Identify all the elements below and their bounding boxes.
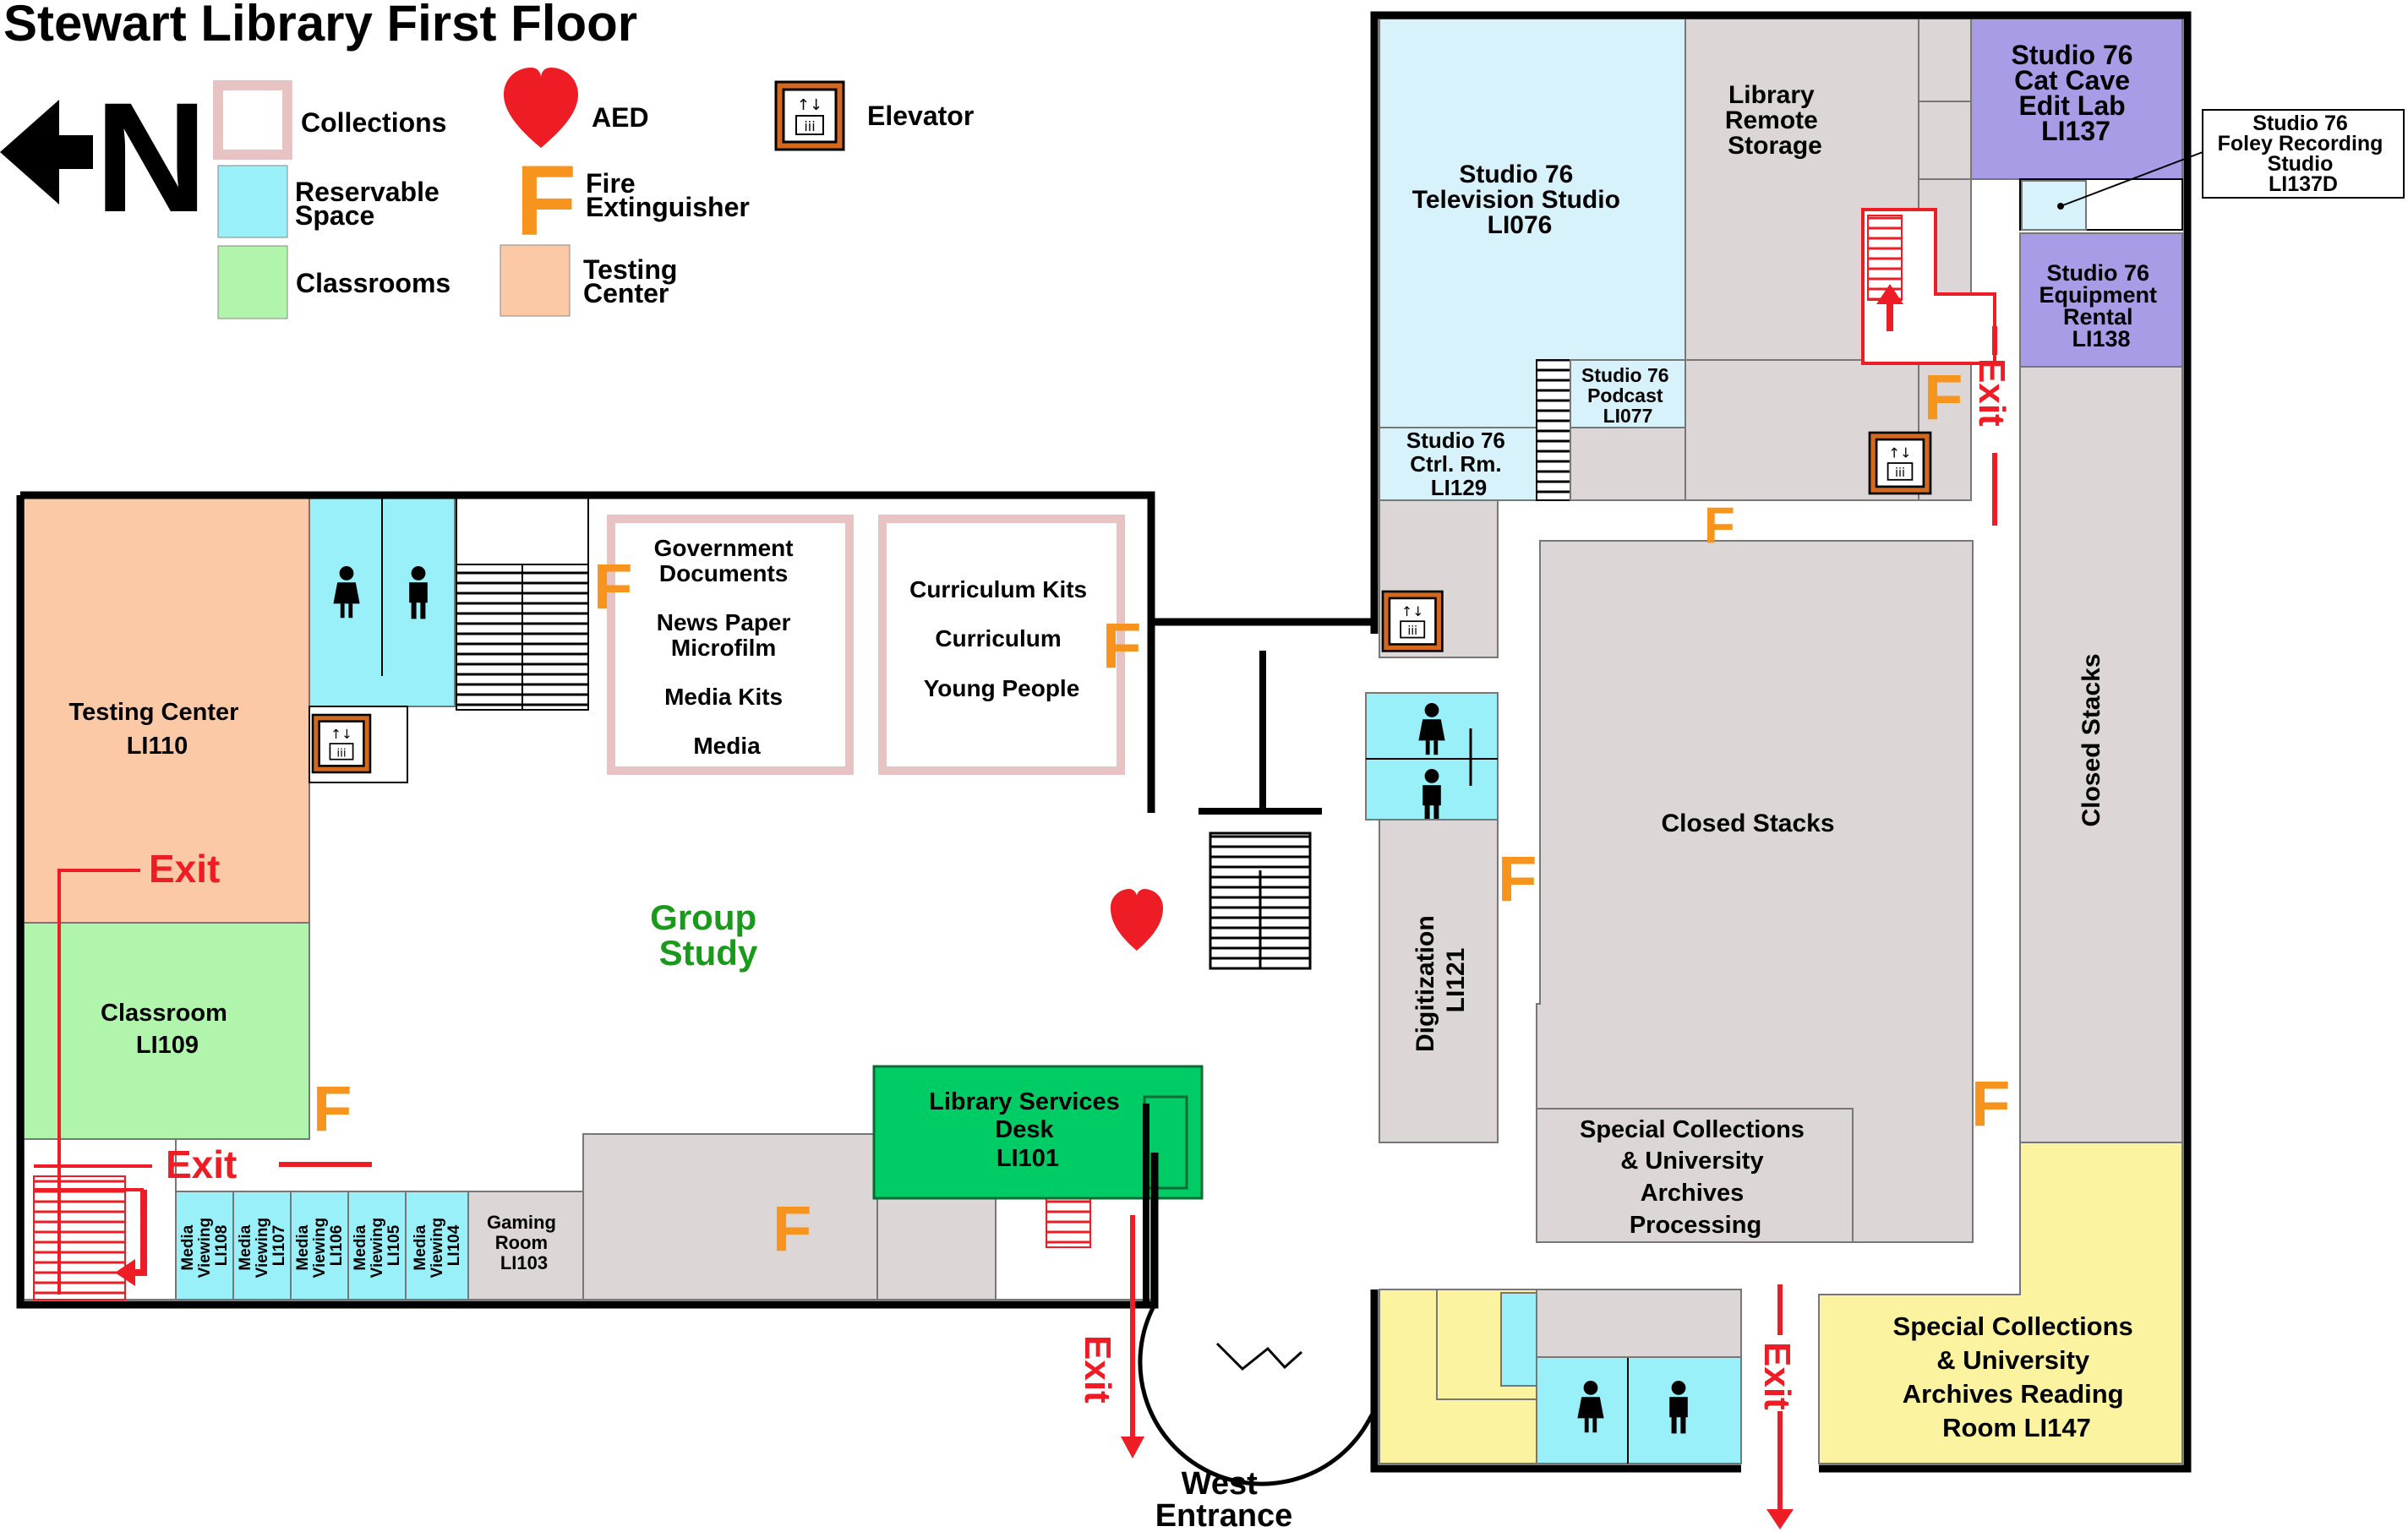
legend-classrooms-swatch <box>217 245 288 319</box>
special-reading-label: Special Collections & University Archive… <box>1893 1311 2141 1442</box>
west-entrance-label: West Entrance <box>1155 1466 1293 1532</box>
fire-extinguisher-icon-3: F <box>313 1073 352 1145</box>
legend-reservable-label: Reservable Space <box>295 177 447 231</box>
fire-extinguishers: F F F F F F F F <box>313 362 2010 1265</box>
closed-stacks-east <box>2019 366 2183 1143</box>
north-label: N <box>95 71 208 245</box>
ctrl-room <box>1379 427 1537 501</box>
media-viewing-li105-label: Media Viewing LI105 <box>352 1213 403 1278</box>
east-wing <box>1365 11 2405 1473</box>
west-stacks-strip <box>582 1133 878 1300</box>
aed-icon <box>1111 889 1163 951</box>
foley-room <box>2021 180 2087 231</box>
testing-center-room <box>23 496 310 924</box>
exit-label-northeast: Exit <box>1971 358 2012 427</box>
classroom-room <box>23 922 310 1140</box>
legend: N Collections Reservable Space Classroom… <box>0 68 974 319</box>
exit-label-southeast: Exit <box>1756 1342 1798 1410</box>
legend-collections-label: Collections <box>301 107 446 138</box>
legend-aed-icon <box>504 68 578 148</box>
media-viewing-rooms <box>175 1191 469 1300</box>
fire-extinguisher-icon-1: F <box>593 551 632 623</box>
podcast-room <box>1570 359 1686 428</box>
gov-docs-label: Government Documents News Paper Microfil… <box>654 535 800 759</box>
closed-stacks-east-label: Closed Stacks <box>2078 653 2105 826</box>
center-elevator-icon <box>1381 590 1444 652</box>
fire-extinguisher-icon-6: F <box>1704 497 1735 553</box>
closed-stacks-center-label: Closed Stacks <box>1661 810 1834 837</box>
media-viewing-li104-label: Media Viewing LI104 <box>412 1213 463 1278</box>
west-wing <box>16 491 1386 1309</box>
legend-elevator-icon <box>774 80 845 151</box>
equipment-label: Studio 76 Equipment Rental LI138 <box>2039 260 2163 352</box>
legend-classrooms-label: Classrooms <box>296 268 450 298</box>
legend-elevator-label: Elevator <box>867 101 974 131</box>
gov-docs-collection <box>607 515 854 775</box>
sw-stairs <box>33 1175 126 1300</box>
testing-center-label: Testing Center LI110 <box>69 699 246 760</box>
media-viewing-li106-label: Media Viewing LI106 <box>294 1213 346 1278</box>
ctrl-room-label: Studio 76 Ctrl. Rm. LI129 <box>1406 428 1511 500</box>
gaming-room-label: Gaming Room LI103 <box>487 1212 561 1273</box>
special-reading-room <box>1818 1142 2183 1464</box>
sw-stairs-arrow <box>115 1259 135 1286</box>
legend-fire-icon: F <box>516 145 576 257</box>
digitization-label: Digitization LI121 <box>1411 908 1470 1052</box>
media-viewing-li108-label: Media Viewing LI108 <box>179 1213 231 1278</box>
south-restrooms <box>1536 1356 1742 1464</box>
fire-extinguisher-icon-8: F <box>1971 1068 2010 1140</box>
curriculum-collection <box>878 515 1125 775</box>
map-title: Stewart Library First Floor <box>3 0 637 52</box>
curriculum-label: Curriculum Kits Curriculum Young People <box>909 576 1094 701</box>
podcast-label: Studio 76 Podcast LI077 <box>1581 364 1674 427</box>
exit-label-west: Exit <box>149 847 220 891</box>
exit-routes <box>34 326 1997 1529</box>
digitization-room <box>1379 819 1499 1143</box>
exit-label-southwest: Exit <box>166 1142 237 1186</box>
remote-storage-label: Library Remote Storage <box>1725 81 1825 160</box>
group-study-label: Group Study <box>650 897 767 973</box>
ne-elevator-icon <box>1868 431 1932 495</box>
legend-testing-swatch <box>500 244 571 317</box>
legend-fire-label: Fire Extinguisher <box>586 168 750 222</box>
media-viewing-labels: Media Viewing LI108 Media Viewing LI107 … <box>179 1213 463 1278</box>
west-entrance-door <box>1138 1303 1389 1486</box>
classroom-label: Classroom LI109 <box>101 1000 234 1059</box>
west-elevator-icon <box>311 713 372 774</box>
special-processing-label: Special Collections & University Archive… <box>1580 1116 1811 1239</box>
north-arrow: N <box>0 71 208 245</box>
exit-label-south: Exit <box>1077 1335 1118 1404</box>
cat-cave-label: Studio 76 Cat Cave Edit Lab LI137 <box>2012 40 2141 146</box>
special-processing-room <box>1536 1108 1854 1243</box>
fire-extinguisher-icon-4: F <box>773 1193 811 1265</box>
legend-collections-swatch <box>213 80 292 160</box>
legend-testing-label: Testing Center <box>583 254 685 308</box>
tv-studio-label: Studio 76 Television Studio LI076 <box>1412 161 1627 239</box>
legend-aed-label: AED <box>592 102 649 133</box>
foley-label: Studio 76 Foley Recording Studio LI137D <box>2218 112 2389 196</box>
ne-stairs <box>1867 215 1903 301</box>
library-services-label: Library Services Desk LI101 <box>929 1088 1127 1172</box>
equipment-room <box>2019 232 2183 368</box>
foley-callout <box>2202 109 2405 199</box>
fire-extinguisher-icon-5: F <box>1498 843 1537 915</box>
fire-extinguisher-icon-7: F <box>1924 362 1963 433</box>
fire-extinguisher-icon-2: F <box>1102 610 1141 682</box>
gaming-room <box>467 1191 584 1300</box>
legend-reservable-swatch <box>217 165 288 238</box>
media-viewing-li107-label: Media Viewing LI107 <box>237 1213 288 1278</box>
